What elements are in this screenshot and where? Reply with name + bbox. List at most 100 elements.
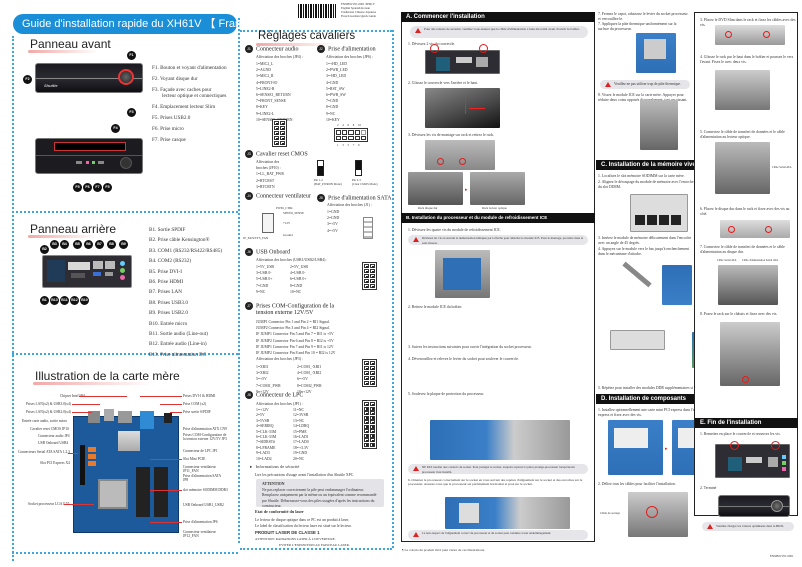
step-text: 4. Déverrouillez et relevez le levier du…	[408, 357, 520, 361]
laser-warning: EVITER L'EXPOSITION AU FAISCEAU LASER.	[279, 543, 350, 547]
front-panel-photo-closed: Shuttle	[35, 63, 143, 93]
dvd-rack-photo	[715, 25, 785, 45]
hdd-rack-screws-photo	[720, 220, 790, 238]
laser-heading: Etat de conformité du laser	[255, 509, 304, 514]
callout-b4: B4	[60, 240, 69, 249]
callout-b13: B13	[50, 296, 59, 305]
callout-b8: B8	[107, 240, 116, 249]
ice-module-photo	[640, 100, 678, 150]
step-text: 2. Déliez tous les câbles pour faciliter…	[598, 482, 676, 486]
step-text: 2. Terminé	[700, 486, 717, 490]
socket-warning: NE PAS toucher aux contacts du socket. P…	[408, 464, 588, 474]
callout-b10: B10	[80, 296, 89, 305]
dimm-alignment-photo	[630, 194, 688, 232]
barcode-info: ENXH61V01-0001 XH61V English Spanish Kor…	[341, 2, 377, 18]
screw-highlight	[430, 44, 439, 53]
fan-connector-diagram	[262, 213, 274, 233]
usb-pin-diagram	[362, 262, 377, 290]
photo-label: Câble de serrage	[600, 511, 620, 515]
power-pinout-label: Affectation des broches (JP6) :	[326, 55, 373, 59]
callout-b7: B7	[95, 240, 104, 249]
fan-pin-label: Ground	[283, 233, 293, 237]
com-jumper-rules: JUMP1 Connector Pin 1 and Pin 2 = RI1 Si…	[256, 320, 336, 362]
slide-cover-photo	[425, 88, 500, 128]
callout-b5: B5	[73, 240, 82, 249]
mb-label: Chipset Intel H61	[60, 394, 86, 398]
callout-f3: F3	[127, 108, 136, 117]
minipci-photo-1	[608, 420, 663, 475]
photo-label: Câble Serial ATA	[772, 166, 792, 169]
laser-warning: ATTENTION: RADIATIONS LASER À L'OUVERTUR…	[255, 537, 336, 541]
step-text: 7. Connectez le câble de transfert de do…	[700, 245, 785, 254]
step-text: 2. Retirez le module ICE du boîtier.	[408, 305, 463, 309]
mb-label: Prises COM-Configuration de la tension e…	[183, 433, 227, 442]
step-text: 1. Remettez en place le couvercle et res…	[700, 432, 781, 436]
leader-line	[72, 412, 92, 413]
section-e-header: E. Fin de l'installation	[695, 418, 798, 428]
divider	[240, 30, 392, 32]
rack-insert-photo	[715, 70, 770, 110]
mb-label: Socket processeur LGA1155	[28, 502, 70, 506]
callout-b6: B6	[84, 240, 93, 249]
guide-title: Guide d'installation rapide du XH61V 【 F…	[13, 14, 275, 34]
step-text: 6. Placez le disque dur dans le rack et …	[700, 207, 790, 216]
mb-label: Prise d'alimentation JP6	[183, 520, 218, 524]
cmos-fig2-caption: Pin 2-3(Clear CMOS Mode)	[352, 178, 378, 186]
photo-label: Câble d'alimentation Serial ATA	[742, 259, 779, 262]
usb-pinout-label: Affectation des broches (USB1/USB2/USB4)…	[256, 258, 328, 262]
screw-highlight	[479, 44, 488, 53]
odd-rack-photo	[470, 172, 525, 205]
mb-label: Connecteur audio JP4	[38, 434, 70, 438]
pin-numbers: 2 4 6 8 10	[337, 123, 361, 127]
section-a-header: A. Commencer l'installation	[401, 12, 595, 22]
mb-label: USB Onboard USB1_USB2	[183, 503, 224, 507]
step-text: 2. Glissez le couvercle vers l'arrière e…	[408, 81, 479, 85]
step-text: 5. Soulevez la plaque de protection du p…	[408, 392, 485, 396]
com-pin-diagram	[362, 359, 377, 387]
socket-plate-photo	[430, 420, 570, 460]
callout-f7: F7	[93, 183, 102, 192]
fan-pin-label: SPEED_SENSE	[283, 211, 305, 215]
laser-text: Le label de classification du lecteur la…	[255, 524, 352, 528]
leader-line	[140, 396, 182, 397]
dimm-angle-diagram	[610, 261, 655, 302]
mb-label: Prise COM (x2)	[183, 402, 207, 406]
front-panel-title: Panneau avant	[30, 37, 111, 51]
photo-caption: Rack lecteur optique	[482, 206, 507, 210]
step-text: 7. Fermez le capot, rabaissez le levier …	[598, 12, 688, 21]
callout-b9: B9	[119, 240, 128, 249]
callout-f5b: F5	[103, 183, 112, 192]
mb-label: Connecteur ventilateur JP12_FAN	[183, 530, 216, 539]
mb-label: Connecteur de LPC JP1	[183, 449, 218, 453]
motherboard-photo	[73, 409, 179, 533]
hdd-cable-photo	[718, 265, 778, 305]
document-code: ENXH61V01-0001	[770, 554, 794, 558]
divider	[240, 548, 392, 550]
section-d-header: D. Installation de composants	[596, 394, 742, 404]
dotted-border-right	[392, 30, 394, 548]
cmos-jumper-fig2	[355, 160, 362, 176]
arrow-icon: ▸	[665, 447, 668, 452]
step-text: 3. Insérez le module de mémoire délicate…	[598, 236, 692, 245]
mb-label: USB Onboard USB4	[38, 441, 69, 445]
remove-rack-photo	[425, 140, 495, 170]
ice-screws-photo	[435, 250, 490, 298]
dimm-latch-diagram	[610, 330, 665, 350]
right-page: A. Commencer l'installation Pour des rai…	[400, 0, 802, 567]
dimm-insert-photo	[662, 265, 692, 305]
leader-line	[160, 404, 182, 405]
left-page: Guide d'installation rapide du XH61V 【 F…	[0, 0, 400, 567]
section-b-header: B. Installation du processeur et du modu…	[401, 213, 595, 223]
title-underline	[28, 235, 98, 238]
callout-b3: B3	[50, 240, 59, 249]
rear-panel-photo	[42, 255, 132, 288]
cpu-placement-photo	[445, 497, 570, 529]
pin-numbers: 1 3 5 7 9	[337, 143, 360, 147]
callout-b2: B2	[40, 245, 49, 254]
